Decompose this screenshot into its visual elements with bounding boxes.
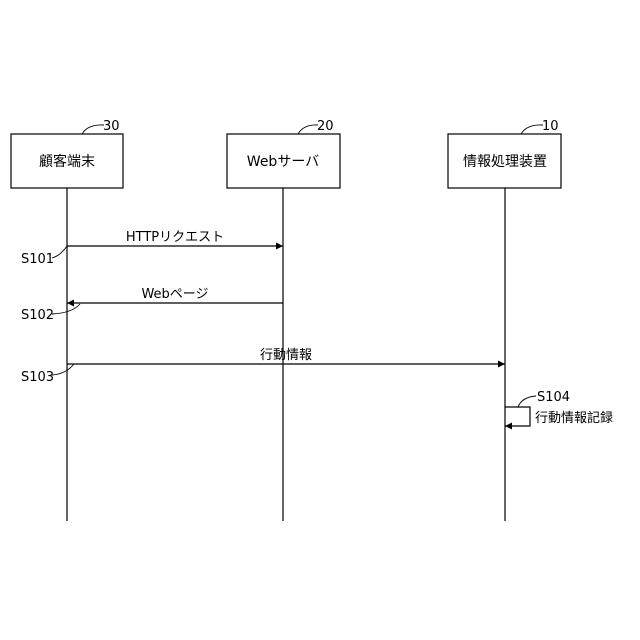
step-leader <box>518 396 536 407</box>
self-message-label: 行動情報記録 <box>535 410 613 426</box>
message-http-request: HTTPリクエスト S101 <box>21 230 283 267</box>
step-leader <box>52 246 67 258</box>
reference-number: 30 <box>103 119 120 134</box>
participant-label: 情報処理装置 <box>463 154 547 170</box>
step-number: S101 <box>21 252 54 267</box>
message-label: Webページ <box>141 287 208 302</box>
reference-leader <box>298 125 318 134</box>
reference-number: 20 <box>317 119 334 134</box>
step-number: S102 <box>21 308 54 323</box>
reference-leader <box>82 125 104 134</box>
message-label: 行動情報 <box>260 348 312 363</box>
message-web-page: Webページ S102 <box>21 287 283 323</box>
step-number: S104 <box>537 390 570 405</box>
self-loop-arrow <box>505 407 530 426</box>
message-behavior-information: 行動情報 S103 <box>21 348 505 385</box>
participant-information-processing-device: 情報処理装置 10 <box>448 119 561 521</box>
message-label: HTTPリクエスト <box>126 230 224 245</box>
self-message-behavior-record: S104 行動情報記録 <box>505 390 613 426</box>
step-number: S103 <box>21 370 54 385</box>
participant-label: 顧客端末 <box>39 153 95 170</box>
participant-label: Webサーバ <box>247 154 319 170</box>
step-leader <box>52 364 74 375</box>
reference-leader <box>521 125 543 134</box>
step-leader <box>52 304 80 314</box>
participant-web-server: Webサーバ 20 <box>227 119 340 521</box>
reference-number: 10 <box>542 119 559 134</box>
